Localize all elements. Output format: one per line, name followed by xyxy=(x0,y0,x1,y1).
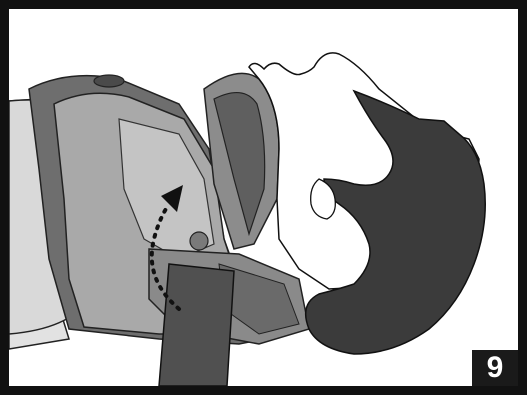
step-number-badge: 9 xyxy=(472,350,518,386)
collar-top-knob xyxy=(94,75,124,87)
cervical-collar-illustration xyxy=(9,9,518,386)
velcro-strap xyxy=(159,264,234,386)
collar-round-button xyxy=(190,232,208,250)
